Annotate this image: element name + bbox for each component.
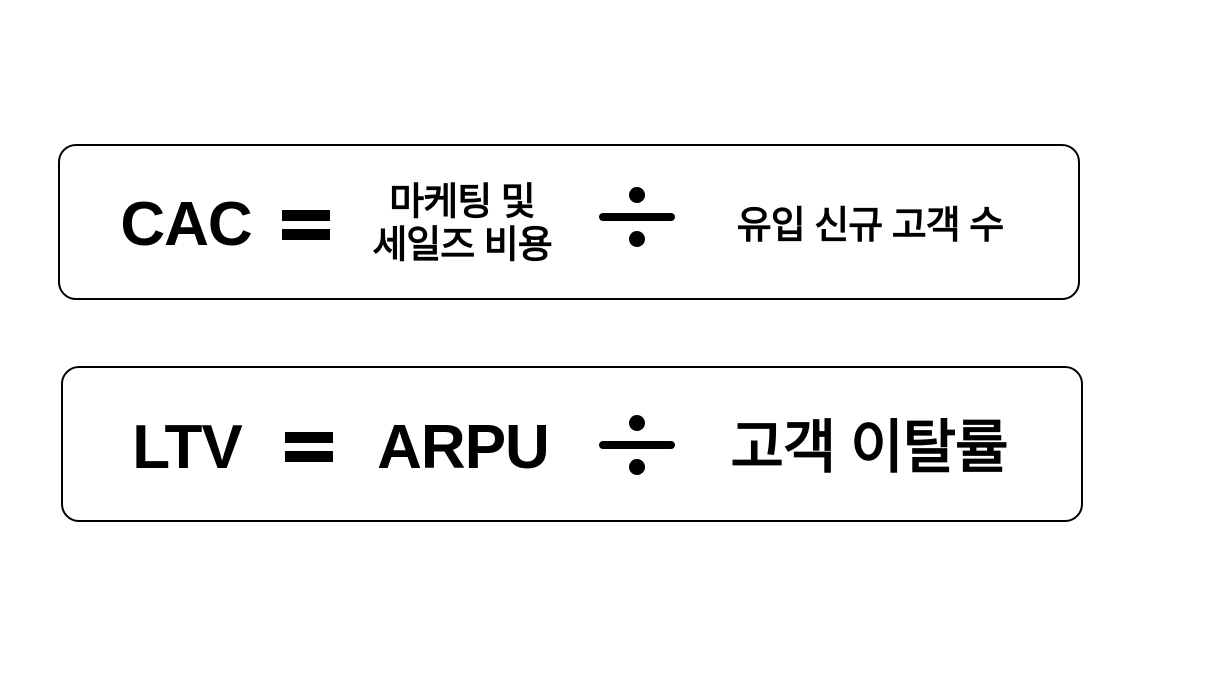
ltv-formula-box: LTV ARPU 고객 이탈률 xyxy=(61,366,1083,522)
ltv-term: LTV xyxy=(132,413,242,482)
divide-dot-top xyxy=(629,187,645,203)
equals-icon xyxy=(282,204,330,246)
equals-icon xyxy=(285,426,333,468)
cac-numerator-line1: 마케팅 및 xyxy=(389,181,535,224)
divide-dot-top xyxy=(629,415,645,431)
ltv-denominator: 고객 이탈률 xyxy=(730,415,1009,480)
divide-dot-bottom xyxy=(629,459,645,475)
cac-denominator: 유입 신규 고객 수 xyxy=(736,205,1004,247)
divide-icon xyxy=(599,415,675,475)
divide-bar xyxy=(599,213,675,221)
ltv-numerator: ARPU xyxy=(377,413,550,482)
cac-numerator-line2: 세일즈 비용 xyxy=(372,224,552,266)
divide-icon xyxy=(599,187,675,247)
cac-formula-box: CAC 마케팅 및 세일즈 비용 유입 신규 고객 수 xyxy=(58,144,1080,300)
cac-numerator: 마케팅 및 세일즈 비용 xyxy=(372,181,552,266)
divide-bar xyxy=(599,441,675,449)
cac-term: CAC xyxy=(120,190,252,259)
divide-dot-bottom xyxy=(629,231,645,247)
